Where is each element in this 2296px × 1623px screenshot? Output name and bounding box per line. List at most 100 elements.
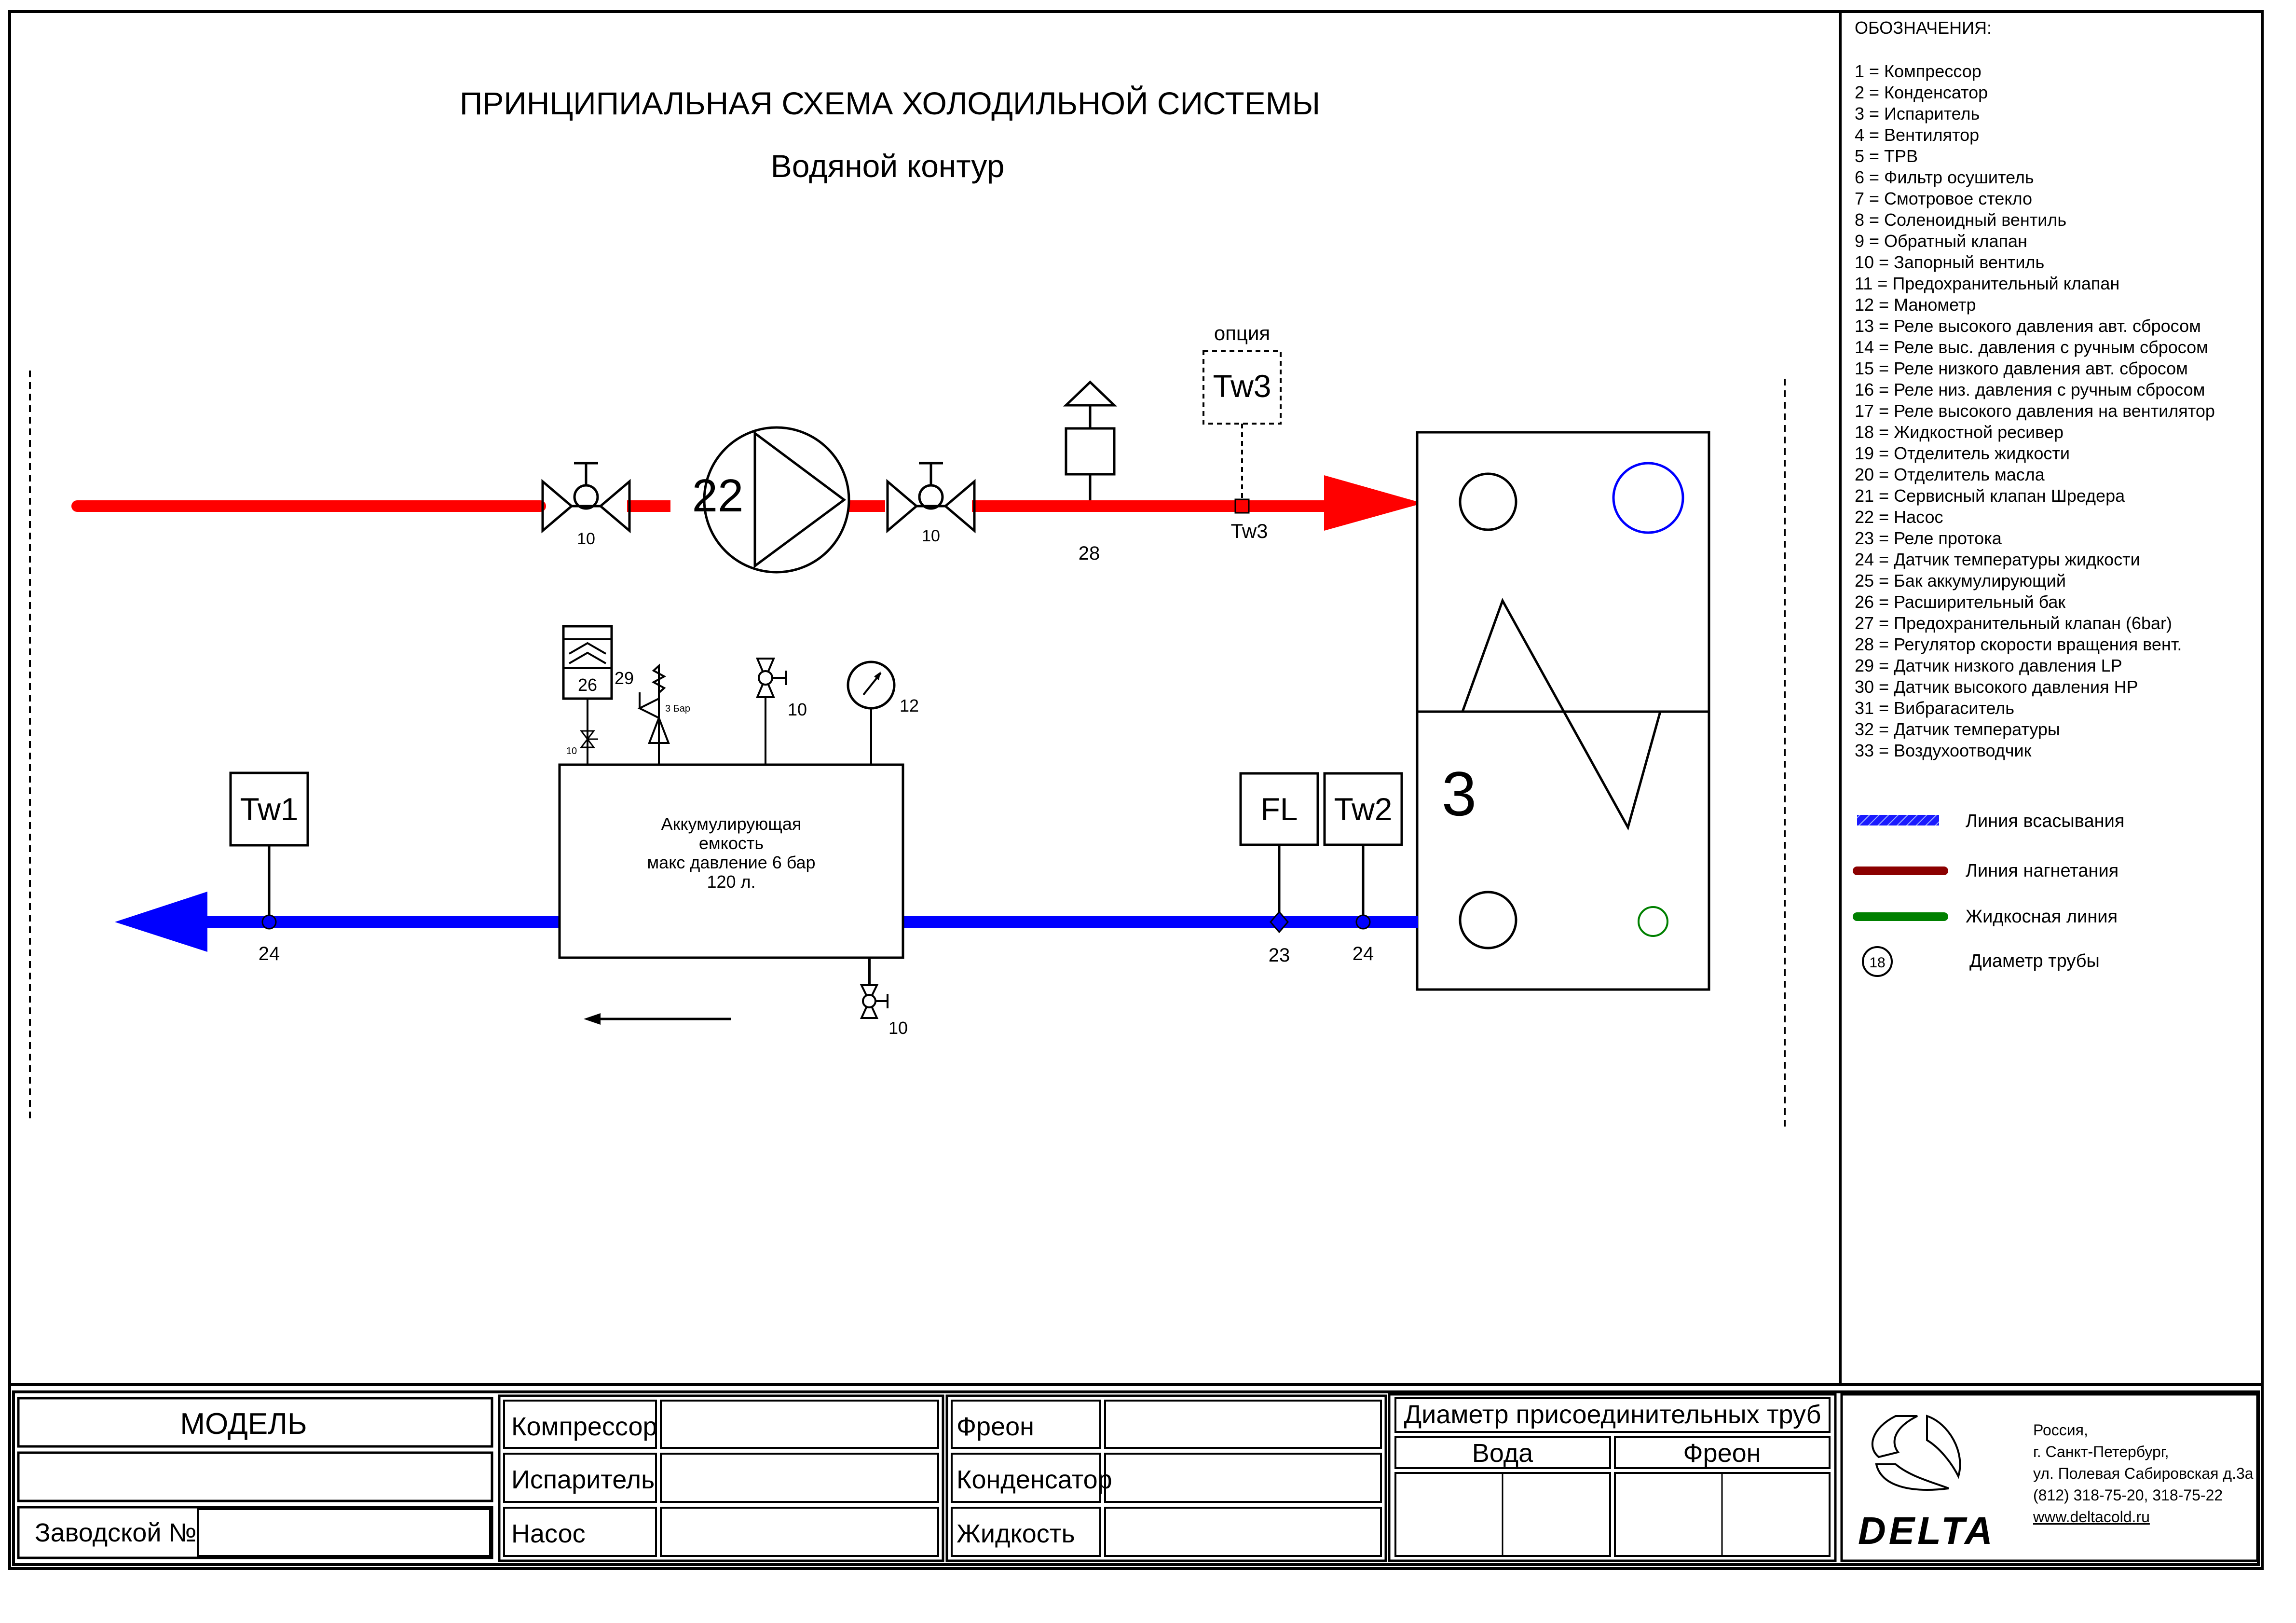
option-label: опция	[1214, 322, 1270, 344]
company-website-link[interactable]: www.deltacold.ru	[2033, 1508, 2150, 1526]
diameter-label: Диаметр трубы	[1969, 951, 2100, 971]
suction-line-label: Линия всасывания	[1966, 811, 2124, 831]
legend-item: 33 = Воздухоотводчик	[1855, 741, 2032, 760]
legend-item: 24 = Датчик температуры жидкости	[1855, 550, 2140, 569]
address-line-3: ул. Полевая Сабировская д.3а	[2033, 1465, 2254, 1482]
vent-valve-icon	[755, 658, 787, 765]
pump-value-cell[interactable]	[660, 1507, 939, 1557]
evaporator-number: 3	[1442, 758, 1476, 829]
pipes-heading-cell	[1394, 1397, 1831, 1433]
tw1-box	[229, 771, 309, 847]
water-heading-cell	[1394, 1436, 1611, 1469]
legend-item: 5 = ТРВ	[1855, 146, 1918, 166]
evaporator-label: Испаритель	[511, 1465, 655, 1494]
legend-item: 26 = Расширительный бак	[1855, 592, 2065, 612]
liquid-line-label: Жидкосная линия	[1966, 907, 2118, 927]
legend-heading: ОБОЗНАЧЕНИЯ:	[1855, 18, 1992, 38]
flow-switch-icon	[1270, 910, 1289, 934]
flow-switch-number: 23	[1269, 945, 1290, 966]
manometer-number: 12	[900, 696, 919, 715]
drain-valve-label: 10	[888, 1018, 908, 1038]
legend-item: 32 = Датчик температуры	[1855, 719, 2060, 739]
condenser-label-cell	[951, 1453, 1101, 1503]
tw2-label: Tw2	[1334, 791, 1392, 827]
company-section	[1840, 1393, 2259, 1562]
evaporator-value-cell[interactable]	[660, 1453, 939, 1503]
liquid-value-cell[interactable]	[1104, 1507, 1382, 1557]
expansion-tank-number: 26	[578, 675, 597, 695]
flow-switch-box	[1239, 772, 1319, 846]
address-line-1: Россия,	[2033, 1421, 2088, 1439]
liquid-label-cell	[951, 1507, 1101, 1557]
tw1-sensor-icon	[261, 914, 277, 930]
condenser-label: Конденсатор	[957, 1465, 1112, 1494]
tw3-sensor-icon	[1234, 498, 1250, 514]
legend-item: 14 = Реле выс. давления с ручным сбросом	[1855, 337, 2208, 357]
legend-item: 27 = Предохранительный клапан (6bar)	[1855, 613, 2172, 633]
legend-item: 22 = Насос	[1855, 507, 1943, 527]
legend-item: 13 = Реле высокого давления авт. сбросом	[1855, 316, 2201, 336]
pump-number: 22	[692, 470, 744, 522]
water-heading: Вода	[1472, 1439, 1533, 1468]
freon-label-cell	[951, 1400, 1101, 1449]
tank-text-line-1: Аккумулирующая	[661, 814, 802, 834]
legend-item: 6 = Фильтр осушитель	[1855, 167, 2034, 187]
tw1-sensor-number: 24	[259, 943, 280, 964]
legend-item: 19 = Отделитель жидкости	[1855, 443, 2070, 463]
accumulator-tank	[558, 763, 904, 959]
compressor-value-cell[interactable]	[660, 1400, 939, 1449]
legend-item: 9 = Обратный клапан	[1855, 231, 2027, 251]
supply-arrow-icon	[1324, 475, 1423, 531]
serial-row	[17, 1506, 493, 1559]
compressor-label: Компрессор	[511, 1412, 657, 1441]
tank-text-line-3: макс давление 6 бар	[647, 853, 815, 872]
components-section	[498, 1394, 944, 1562]
legend-item: 17 = Реле высокого давления на вентилято…	[1855, 401, 2215, 421]
legend-item: 15 = Реле низкого давления авт. сбросом	[1855, 358, 2188, 378]
refrigerant-section	[945, 1394, 1387, 1562]
legend-item: 12 = Манометр	[1855, 295, 1976, 315]
legend-item: 29 = Датчик низкого давления LP	[1855, 656, 2122, 675]
legend-item: 23 = Реле протока	[1855, 528, 2002, 548]
condenser-value-cell[interactable]	[1104, 1453, 1382, 1503]
legend-item: 3 = Испаритель	[1855, 104, 1980, 124]
legend-item: 25 = Бак аккумулирующий	[1855, 571, 2066, 591]
safety-valve-number: 29	[615, 668, 634, 688]
tw3-option-box	[1203, 350, 1282, 425]
evaporator-label-cell	[503, 1453, 657, 1503]
shutoff-valve-icon	[886, 462, 976, 534]
speed-regulator-icon	[1063, 380, 1118, 500]
legend-item: 1 = Компрессор	[1855, 61, 1982, 81]
legend-item: 28 = Регулятор скорости вращения вент.	[1855, 634, 2182, 654]
address-line-4: (812) 318-75-20, 318-75-22	[2033, 1486, 2223, 1504]
vent-valve-label: 10	[788, 700, 807, 719]
shutoff-valve-icon	[541, 462, 631, 534]
pump-label-cell	[503, 1507, 657, 1557]
safety-valve-pressure: 3 Бар	[665, 703, 690, 714]
evaporator-icon	[1416, 431, 1710, 991]
legend-item: 30 = Датчик высокого давления HP	[1855, 677, 2138, 697]
drain-valve-icon	[860, 958, 888, 1019]
expansion-valve-label: 10	[566, 746, 577, 756]
legend-item: 7 = Смотровое стекло	[1855, 189, 2032, 208]
flow-switch-label: FL	[1260, 791, 1298, 827]
tw2-box	[1323, 772, 1403, 846]
flow-direction-arrow-icon	[584, 1013, 731, 1025]
freon-heading: Фреон	[1683, 1439, 1761, 1468]
tw2-sensor-number: 24	[1353, 943, 1374, 964]
legend-item: 11 = Предохранительный клапан	[1855, 274, 2119, 293]
freon-value-cell[interactable]	[1104, 1400, 1382, 1449]
safety-valve-icon	[637, 663, 670, 765]
pump-label: Насос	[511, 1519, 586, 1548]
model-value-cell[interactable]	[17, 1451, 493, 1502]
model-cell	[17, 1397, 493, 1448]
tw3-sensor-label: Tw3	[1230, 520, 1268, 542]
diagram-title: ПРИНЦИПИАЛЬНАЯ СХЕМА ХОЛОДИЛЬНОЙ СИСТЕМЫ	[460, 85, 1320, 121]
diameter-symbol-number: 18	[1869, 955, 1885, 971]
freon-label: Фреон	[957, 1412, 1034, 1441]
tw3-box-label: Tw3	[1213, 368, 1271, 404]
legend-item: 18 = Жидкостной ресивер	[1855, 422, 2064, 442]
serial-value-cell[interactable]	[197, 1508, 491, 1557]
